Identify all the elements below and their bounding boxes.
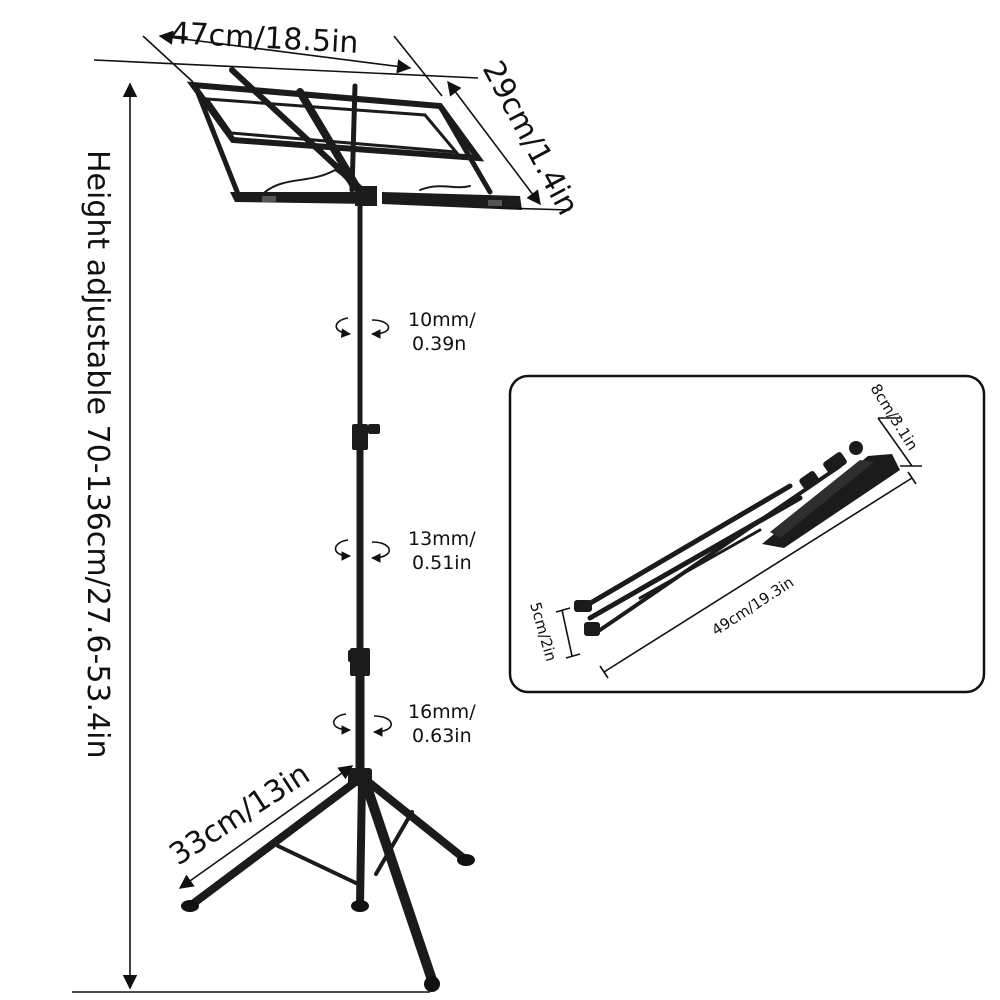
tube-3-unit: 0.63in (412, 725, 472, 747)
folded-stand (574, 441, 900, 636)
desk-width-label: 47cm/18.5in (170, 16, 360, 61)
leg-foot (181, 900, 199, 912)
leg-foot (457, 854, 475, 866)
rotation-arrow-icon (335, 317, 351, 338)
column (348, 203, 380, 785)
leg-foot (424, 976, 440, 992)
height-dimension: Height adjustable 70-136cm/27.6-53.4in (72, 82, 430, 993)
inset-frame (508, 374, 986, 694)
rotation-arrow-icon (334, 539, 351, 561)
tube-2-value: 13mm/ (408, 528, 476, 550)
book-desk (186, 67, 522, 210)
tube-callout-2: 13mm/ 0.51in (334, 528, 476, 574)
tube-3-value: 16mm/ (408, 701, 476, 723)
folded-stand-inset: 8cm/3.1in 49cm/19.3in 5cm/2in (508, 374, 986, 694)
tube-callout-3: 16mm/ 0.63in (332, 701, 476, 747)
tube-1-unit: 0.39n (412, 333, 466, 355)
tube-2-unit: 0.51in (412, 552, 472, 574)
height-label: Height adjustable 70-136cm/27.6-53.4in (80, 150, 115, 758)
rotation-arrow-icon (371, 541, 391, 563)
tube-callout-1: 10mm/ 0.39n (335, 309, 476, 355)
leg-foot (351, 900, 369, 912)
desk-width-dimension: 47cm/18.5in (93, 16, 479, 97)
tube-1-value: 10mm/ (408, 309, 476, 331)
rotation-arrow-icon (371, 319, 390, 339)
tripod-base (181, 768, 475, 992)
rotation-arrow-icon (332, 713, 351, 735)
rotation-arrow-icon (373, 715, 393, 737)
